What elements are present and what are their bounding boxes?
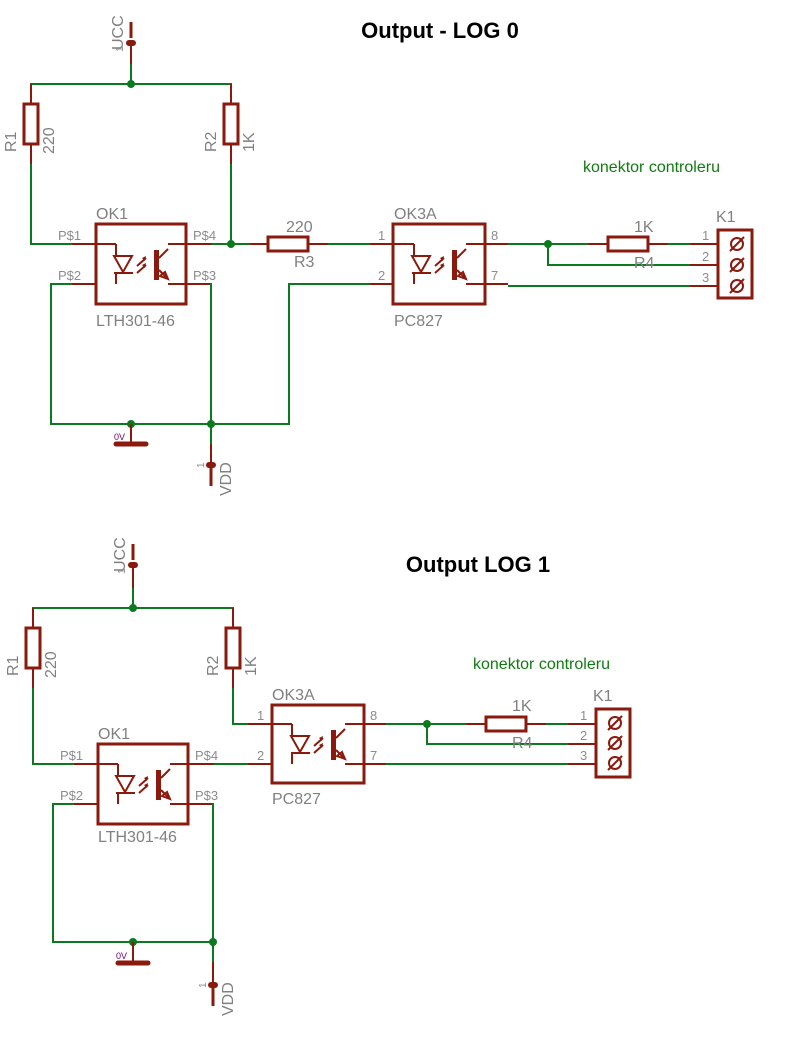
resistor-r4: 1K R4 <box>588 219 668 272</box>
resistor-r2: R2 1K <box>205 608 260 688</box>
ok3a-pin-8: 8 <box>370 708 377 723</box>
ok3a-name: OK3A <box>394 206 437 223</box>
junction-dot <box>207 420 215 428</box>
connector-caption: konektor controleru <box>583 159 720 176</box>
junction-dot <box>209 938 217 946</box>
r4-name: R4 <box>634 255 655 272</box>
ucc-supply-symbol: UCC 1 <box>112 537 138 588</box>
resistor-r1: R1 220 <box>3 84 58 164</box>
k1-name: K1 <box>593 688 613 705</box>
r1-value: 220 <box>43 651 60 678</box>
optocoupler-ok1: OK1 LTH301-46 P$1 P$2 P$3 P$4 <box>60 726 218 846</box>
ok1-pin-p3: P$3 <box>195 788 218 803</box>
r4-value: 1K <box>512 698 532 715</box>
ok1-part: LTH301-46 <box>96 313 175 330</box>
vdd-label: VDD <box>220 982 237 1016</box>
ok3a-pin-7: 7 <box>370 748 377 763</box>
r4-name: R4 <box>512 735 533 752</box>
ok1-pin-p4: P$4 <box>195 748 218 763</box>
r2-name: R2 <box>203 131 220 152</box>
ok3a-part: PC827 <box>394 313 443 330</box>
ok1-name: OK1 <box>98 726 130 743</box>
r2-value: 1K <box>241 132 258 152</box>
ok3a-pin-7: 7 <box>491 268 498 283</box>
k1-pin-3: 3 <box>702 270 709 285</box>
ok3a-name: OK3A <box>272 687 315 704</box>
connector-k1: K1 1 2 3 konektor controleru <box>473 656 632 779</box>
k1-pin-3: 3 <box>580 748 587 763</box>
optocoupler-ok3a: OK3A PC827 1 2 7 8 <box>248 687 386 808</box>
optocoupler-ok3a: OK3A PC827 1 2 7 8 <box>370 206 508 330</box>
r3-value: 220 <box>286 219 313 236</box>
r2-value: 1K <box>243 656 260 676</box>
ok3a-pin-1: 1 <box>257 708 264 723</box>
ok3a-pin-2: 2 <box>257 748 264 763</box>
junction-dot <box>129 604 137 612</box>
ucc-label: UCC <box>110 15 127 50</box>
schematic-title: Output LOG 1 <box>406 552 550 577</box>
r4-value: 1K <box>634 219 654 236</box>
ground-symbol: 0V <box>115 942 151 966</box>
k1-name: K1 <box>716 209 736 226</box>
optocoupler-ok1: OK1 LTH301-46 P$1 P$2 P$3 P$4 <box>58 206 216 330</box>
vdd-supply-symbol: VDD 1 <box>196 444 235 496</box>
r2-name: R2 <box>205 655 222 676</box>
vdd-pin: 1 <box>198 982 209 988</box>
r1-value: 220 <box>41 127 58 154</box>
r1-name: R1 <box>5 655 22 676</box>
ground-label: 0V <box>116 951 127 961</box>
resistor-r1: R1 220 <box>5 608 60 688</box>
vdd-label: VDD <box>218 462 235 496</box>
ok3a-part: PC827 <box>272 791 321 808</box>
ok1-pin-p2: P$2 <box>60 788 83 803</box>
vdd-pin: 1 <box>196 462 207 468</box>
junction-dot <box>127 80 135 88</box>
ok1-part: LTH301-46 <box>98 829 177 846</box>
resistor-r3: 220 R3 <box>250 219 328 271</box>
k1-pin-2: 2 <box>702 249 709 264</box>
schematic-title: Output - LOG 0 <box>361 18 519 43</box>
ok1-pin-p1: P$1 <box>58 228 81 243</box>
schematic-log1: Output LOG 1 UCC 1 R1 220 R2 1K <box>5 537 632 1016</box>
ok1-pin-p1: P$1 <box>60 748 83 763</box>
ok3a-pin-1: 1 <box>378 228 385 243</box>
schematic-log0: Output - LOG 0 UCC 1 R1 220 R2 1K <box>3 15 754 496</box>
connector-caption: konektor controleru <box>473 656 610 673</box>
k1-pin-2: 2 <box>580 728 587 743</box>
ok1-pin-p2: P$2 <box>58 268 81 283</box>
k1-pin-1: 1 <box>702 228 709 243</box>
connector-k1: K1 1 2 3 konektor controleru <box>583 159 754 300</box>
resistor-r2: R2 1K <box>203 84 258 164</box>
ok1-pin-p4: P$4 <box>193 228 216 243</box>
r1-name: R1 <box>3 131 20 152</box>
ok1-pin-p3: P$3 <box>193 268 216 283</box>
ucc-supply-symbol: UCC 1 <box>110 15 136 64</box>
vdd-supply-symbol: VDD 1 <box>198 962 237 1016</box>
ucc-pin: 1 <box>117 568 128 574</box>
ucc-pin: 1 <box>115 46 126 52</box>
ok3a-pin-2: 2 <box>378 268 385 283</box>
ok1-name: OK1 <box>96 206 128 223</box>
r3-name: R3 <box>294 254 315 271</box>
ok3a-pin-8: 8 <box>491 228 498 243</box>
ucc-label: UCC <box>112 537 129 572</box>
k1-pin-1: 1 <box>580 708 587 723</box>
ground-label: 0V <box>114 432 125 442</box>
ground-symbol: 0V <box>113 424 149 447</box>
resistor-r4: 1K R4 <box>466 698 546 752</box>
